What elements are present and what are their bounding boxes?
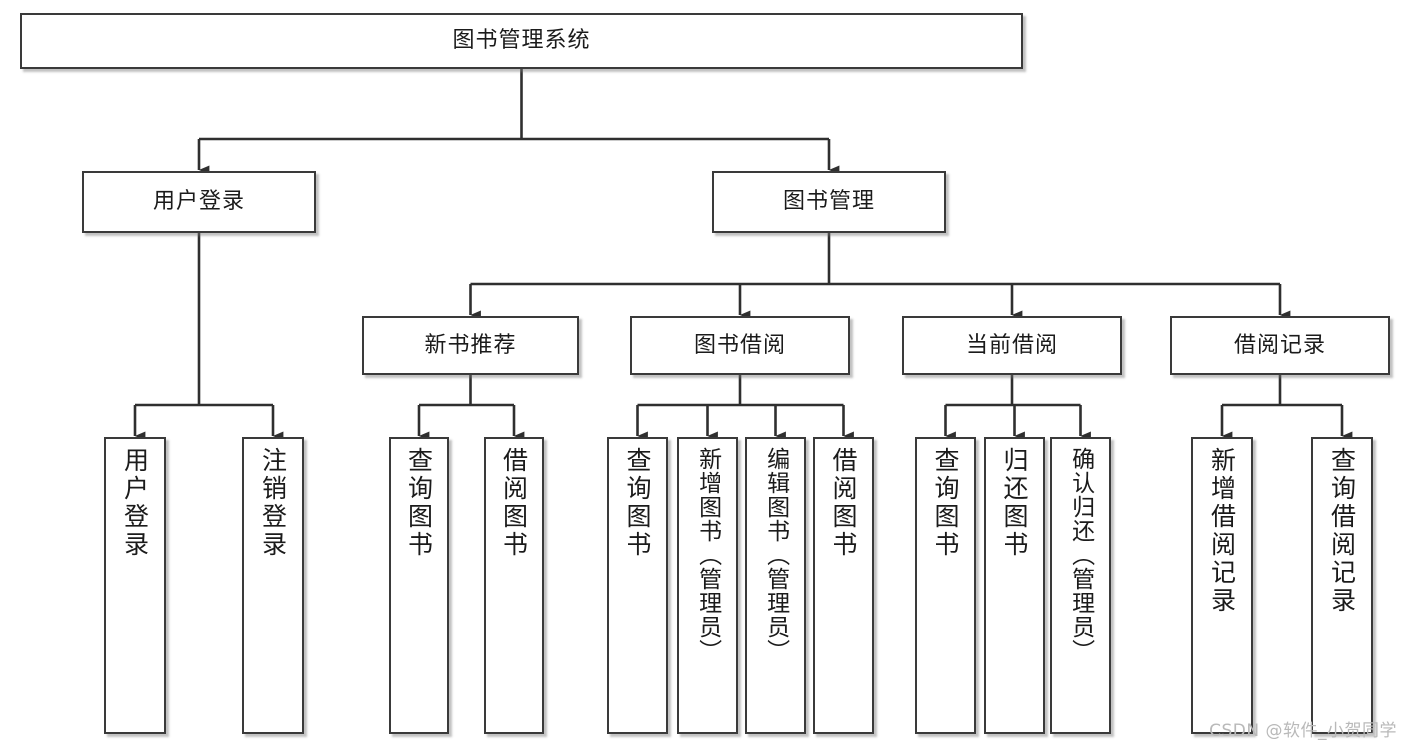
node-label: 归还图书 <box>1000 447 1029 559</box>
node-user-login[interactable]: 用户登录 <box>82 171 316 233</box>
node-label: 图书借阅 <box>693 332 786 358</box>
node-label: 用户登录 <box>120 447 150 559</box>
node-book-manage[interactable]: 图书管理 <box>712 171 946 233</box>
node-leaf-query-book-rec[interactable]: 查询图书 <box>389 437 449 734</box>
node-label: 查询图书 <box>623 447 652 559</box>
node-leaf-query-record[interactable]: 查询借阅记录 <box>1311 437 1373 734</box>
node-label: 用户登录 <box>152 189 245 215</box>
node-label: 新增图书（管理员） <box>694 447 721 663</box>
node-label: 新增借阅记录 <box>1207 447 1237 615</box>
node-label: 借阅记录 <box>1233 332 1326 358</box>
node-label: 借阅图书 <box>499 447 529 559</box>
node-new-book-rec[interactable]: 新书推荐 <box>362 316 579 375</box>
node-leaf-logout[interactable]: 注销登录 <box>242 437 304 734</box>
node-label: 编辑图书（管理员） <box>762 447 789 663</box>
edge-group <box>133 69 1353 441</box>
node-leaf-borrow-book-rec[interactable]: 借阅图书 <box>484 437 544 734</box>
node-label: 当前借阅 <box>965 332 1058 358</box>
node-label: 查询图书 <box>931 447 960 559</box>
node-leaf-add-book[interactable]: 新增图书（管理员） <box>677 437 738 734</box>
node-leaf-query-book-cb[interactable]: 查询图书 <box>915 437 976 734</box>
watermark-text: CSDN @软件_小贺同学 <box>1209 721 1397 741</box>
node-book-borrow[interactable]: 图书借阅 <box>630 316 850 375</box>
node-label: 新书推荐 <box>424 332 517 358</box>
node-borrow-record[interactable]: 借阅记录 <box>1170 316 1390 375</box>
node-leaf-user-login[interactable]: 用户登录 <box>104 437 166 734</box>
node-root[interactable]: 图书管理系统 <box>20 13 1023 69</box>
node-label: 图书管理系统 <box>452 28 591 54</box>
node-label: 注销登录 <box>258 447 288 559</box>
node-label: 确认归还（管理员） <box>1067 447 1094 663</box>
node-leaf-borrow-book-bb[interactable]: 借阅图书 <box>813 437 874 734</box>
node-leaf-confirm-return[interactable]: 确认归还（管理员） <box>1050 437 1111 734</box>
node-label: 查询图书 <box>404 447 434 559</box>
node-current-borrow[interactable]: 当前借阅 <box>902 316 1122 375</box>
node-label: 借阅图书 <box>829 447 858 559</box>
node-label: 图书管理 <box>782 189 875 215</box>
node-leaf-query-book-bb[interactable]: 查询图书 <box>607 437 668 734</box>
node-leaf-edit-book[interactable]: 编辑图书（管理员） <box>745 437 806 734</box>
node-label: 查询借阅记录 <box>1327 447 1357 615</box>
node-leaf-return-book[interactable]: 归还图书 <box>984 437 1045 734</box>
node-leaf-add-record[interactable]: 新增借阅记录 <box>1191 437 1253 734</box>
